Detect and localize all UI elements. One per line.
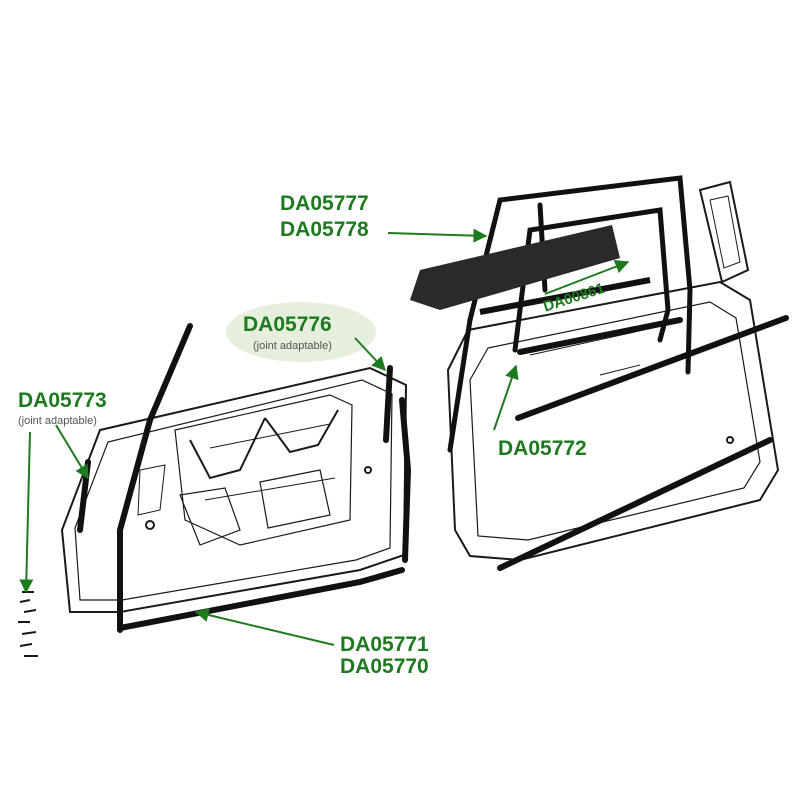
label-da05777: DA05777	[280, 192, 369, 215]
note-da05773-joint-adaptable: (joint adaptable)	[18, 415, 97, 427]
seal-clips	[18, 591, 38, 657]
label-da05770: DA05770	[340, 655, 429, 678]
belt-seal-strip	[479, 277, 651, 315]
label-da05772: DA05772	[498, 437, 587, 460]
arrow-da00861	[544, 260, 630, 295]
label-da05773: DA05773	[18, 389, 107, 412]
arrow-da05776	[354, 337, 386, 372]
arrow-da05771	[194, 608, 335, 646]
left-door-panel	[60, 366, 408, 613]
door-trim-strips	[497, 315, 789, 571]
label-da05771: DA05771	[340, 633, 429, 656]
left-door-seals	[77, 323, 412, 633]
arrow-da05772	[493, 364, 519, 431]
vent-window	[698, 180, 750, 284]
note-da05776-joint-adaptable: (joint adaptable)	[253, 340, 332, 352]
arrow-da05773-upper	[55, 424, 89, 480]
window-glass-strip	[410, 225, 620, 310]
arrow-da05773-lower	[19, 431, 34, 594]
arrow-da05778	[387, 228, 488, 243]
label-da05778: DA05778	[280, 218, 369, 241]
label-highlight-bubble	[226, 302, 376, 362]
label-da05776: DA05776	[243, 313, 332, 336]
leader-arrows	[19, 228, 630, 646]
